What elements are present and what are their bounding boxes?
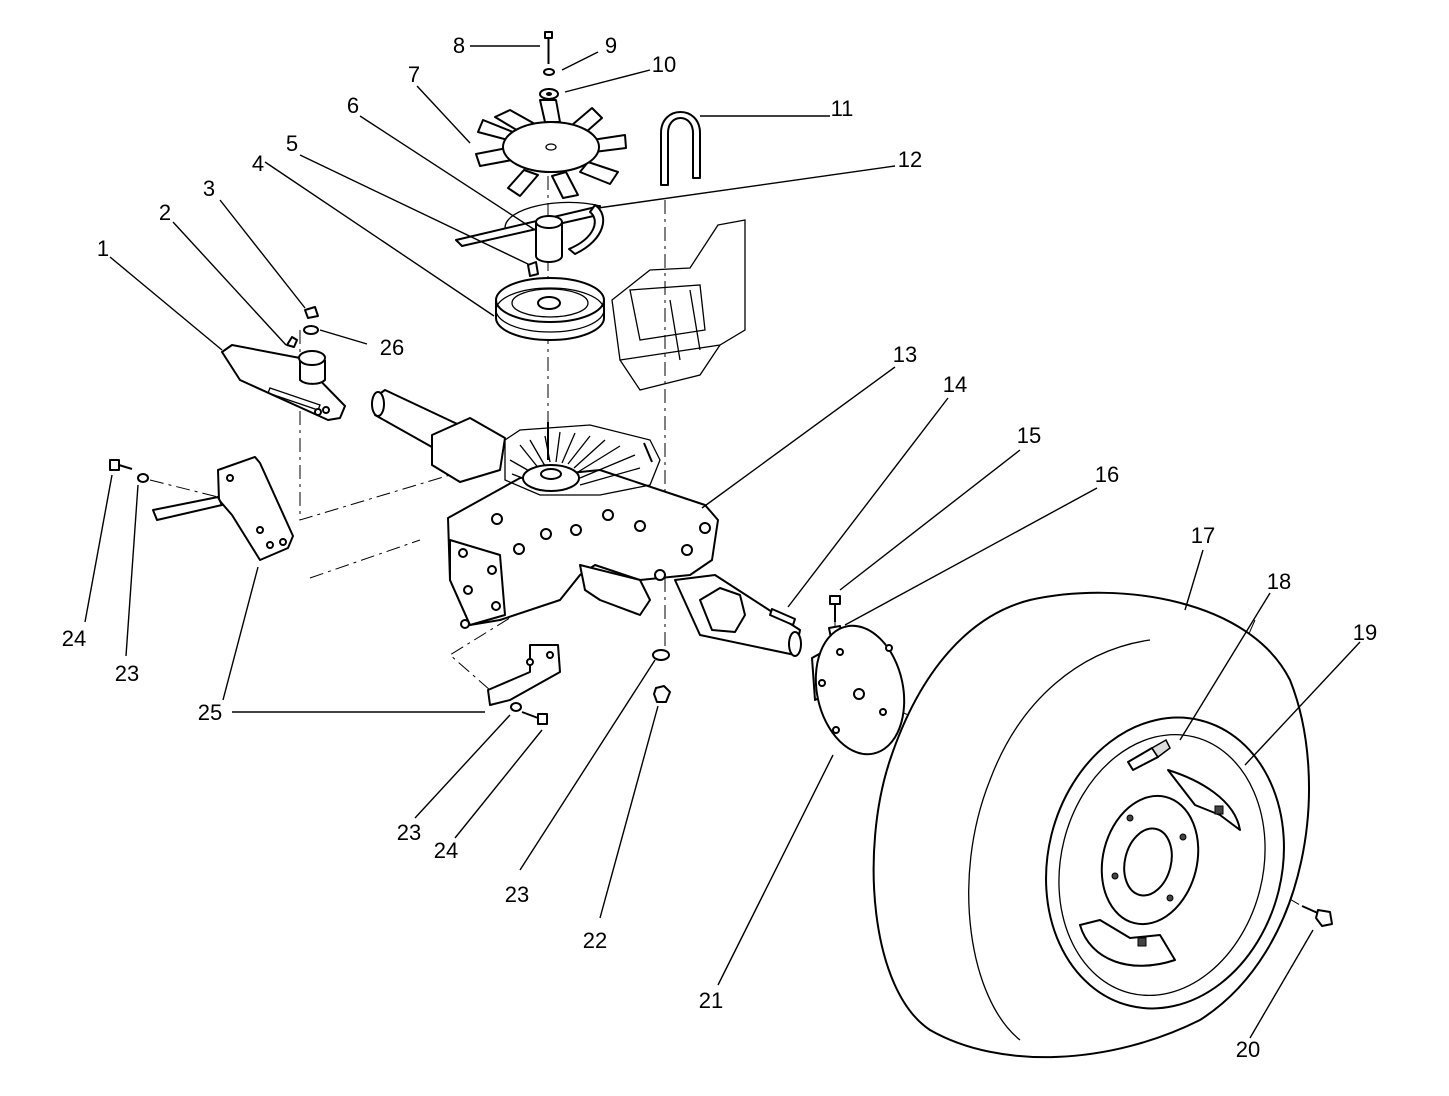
washer-23-lower <box>510 702 522 712</box>
bracket-25-upper <box>109 456 294 561</box>
callout-18: 18 <box>1267 569 1291 594</box>
callout-23-lower-bracket: 23 <box>397 820 421 845</box>
key-5 <box>527 261 539 277</box>
callout-25: 25 <box>198 700 222 725</box>
frame-outline <box>611 219 746 391</box>
callout-19: 19 <box>1353 620 1377 645</box>
callout-7: 7 <box>408 62 420 87</box>
housing-bolts <box>458 509 711 629</box>
nut-3 <box>304 306 319 319</box>
fan-assembly <box>475 31 627 199</box>
bolt-20 <box>1301 905 1333 927</box>
bracket-left <box>221 306 346 421</box>
bolt-8 <box>544 31 553 64</box>
hub-21 <box>811 624 906 756</box>
wheel-17 <box>872 591 1310 1059</box>
callout-3: 3 <box>203 176 215 201</box>
fitting-22 <box>653 685 671 703</box>
bolt-15 <box>829 595 841 622</box>
leader-lines <box>84 45 1361 1039</box>
spacer-6 <box>535 215 563 263</box>
ubolt-11 <box>660 111 701 186</box>
callout-13: 13 <box>893 342 917 367</box>
clip-2 <box>286 336 298 348</box>
callout-15: 15 <box>1017 423 1041 448</box>
callout-22: 22 <box>583 928 607 953</box>
washer-9 <box>543 68 555 76</box>
callout-8: 8 <box>453 33 465 58</box>
callout-17: 17 <box>1191 523 1215 548</box>
valve-stem-18 <box>1127 738 1171 771</box>
ring-23 <box>652 649 670 661</box>
transaxle <box>371 389 802 657</box>
callout-16: 16 <box>1095 462 1119 487</box>
callout-24-left: 24 <box>62 626 86 651</box>
housing-side-plate <box>449 539 506 626</box>
bolt-24-lower <box>521 711 548 725</box>
pulley-assembly <box>455 201 605 341</box>
callout-9: 9 <box>605 33 617 58</box>
washer-10-hole <box>546 92 552 96</box>
callout-2: 2 <box>159 200 171 225</box>
bracket-25-lower <box>487 644 561 725</box>
callout-1: 1 <box>97 236 109 261</box>
callout-10: 10 <box>652 52 676 77</box>
callout-21: 21 <box>699 988 723 1013</box>
callout-4: 4 <box>252 151 264 176</box>
callout-23-left: 23 <box>115 661 139 686</box>
callout-26: 26 <box>380 335 404 360</box>
key-14 <box>769 608 796 626</box>
cooling-fins <box>504 422 661 496</box>
washer-23-left <box>137 473 149 483</box>
callout-12: 12 <box>898 147 922 172</box>
bolt-24-left <box>109 459 133 471</box>
callout-6: 6 <box>347 93 359 118</box>
callout-14: 14 <box>943 372 967 397</box>
callout-20: 20 <box>1236 1037 1260 1062</box>
callout-5: 5 <box>286 131 298 156</box>
callout-11: 11 <box>831 96 854 121</box>
callout-23-housing: 23 <box>505 882 529 907</box>
washer-26 <box>303 325 319 335</box>
callout-labels: 1 2 3 4 5 6 7 8 9 10 11 12 13 14 15 16 1… <box>62 33 1377 1062</box>
callout-24-lower: 24 <box>434 838 458 863</box>
pulley-4 <box>495 277 605 341</box>
fan-7 <box>475 99 627 199</box>
